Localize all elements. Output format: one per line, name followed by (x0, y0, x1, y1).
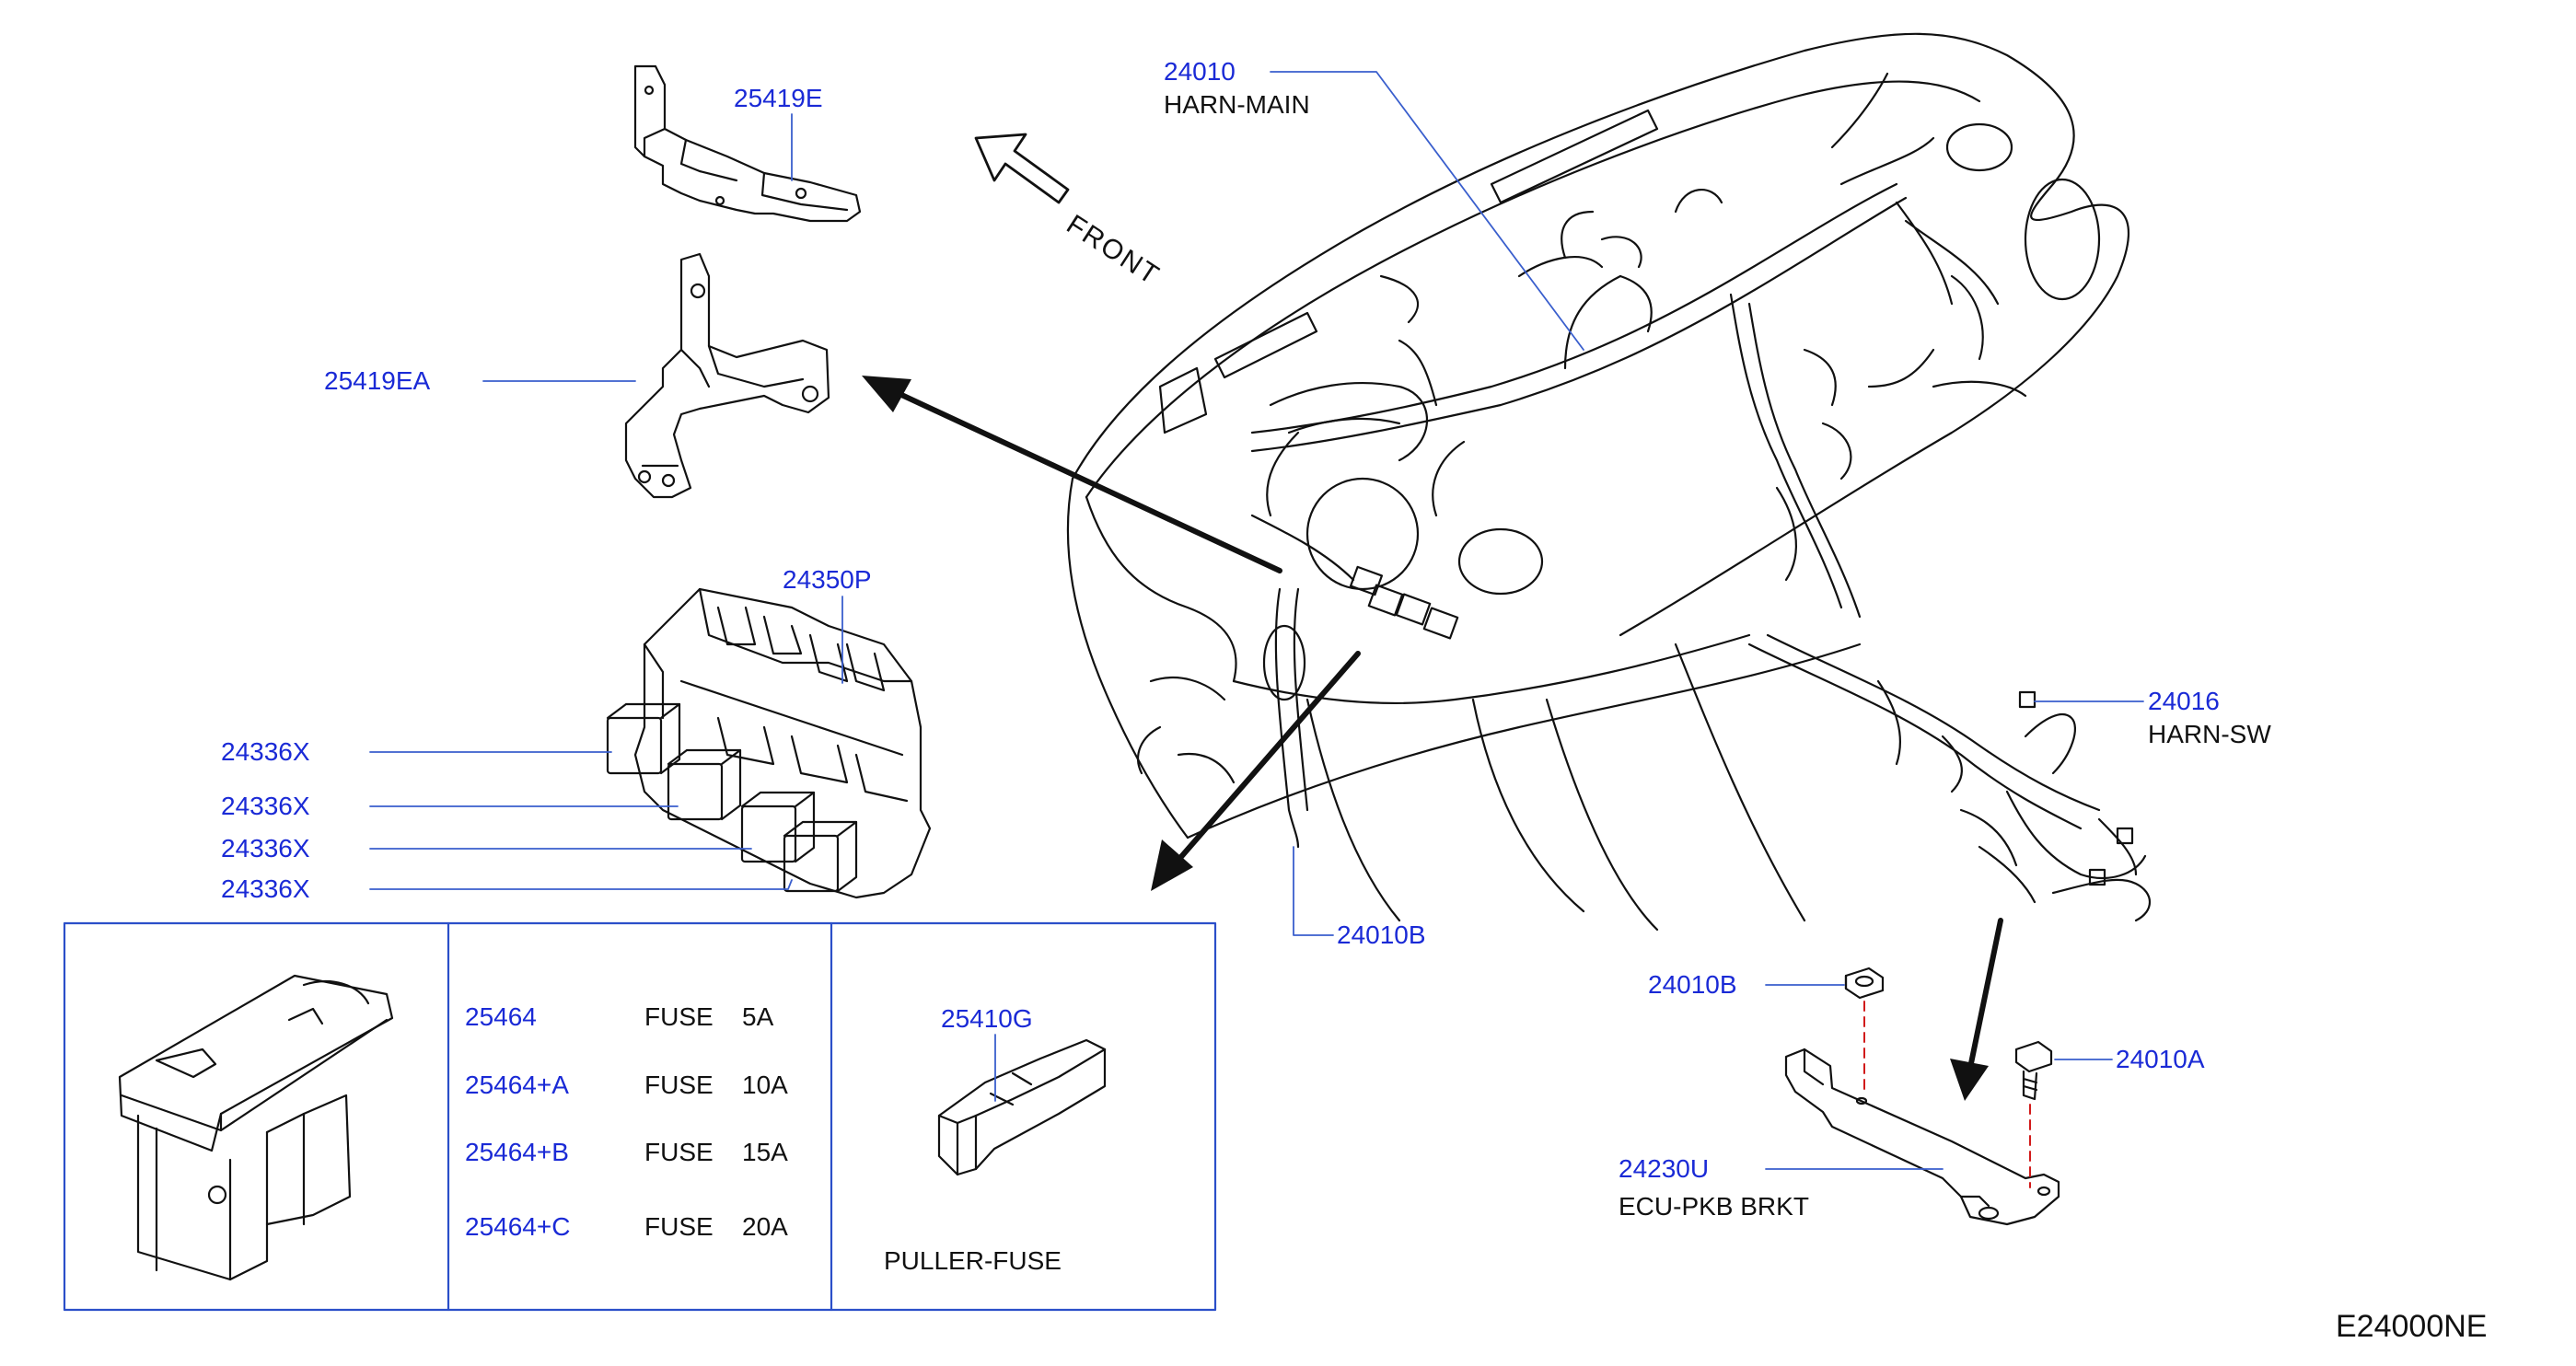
fuse-row-3-part: 25464+B (465, 1138, 569, 1166)
bracket-25419e (633, 64, 862, 223)
fuse-row-2-rating: 10A (742, 1071, 788, 1099)
fuse-row-4-part: 25464+C (465, 1212, 571, 1241)
callout-24336x-part-1: 24336X (221, 737, 310, 766)
callout-24350p-part: 24350P (783, 565, 872, 594)
callout-24010b-part-lower: 24010B (1337, 920, 1426, 949)
assembly-centerlines (1863, 1001, 2031, 1188)
callout-24230u-part: 24230U (1619, 1154, 1710, 1183)
fuse-drawing (118, 974, 394, 1281)
callout-24336x-part-3: 24336X (221, 834, 310, 862)
callout-25419e-part: 25419E (734, 84, 823, 112)
fuse-row-1-desc: FUSE (644, 1002, 714, 1031)
fuse-row-4-desc: FUSE (644, 1212, 714, 1241)
callout-24016-part: 24016 (2148, 687, 2220, 715)
pointer-arrows (862, 376, 2003, 1101)
callout-24010-part: 24010 (1164, 57, 1236, 86)
fuse-row-1-part: 25464 (465, 1002, 537, 1031)
diagram-code: E24000NE (2336, 1309, 2488, 1344)
fuse-row-1-rating: 5A (742, 1002, 774, 1031)
callout-24010a-part: 24010A (2116, 1045, 2205, 1073)
callout-24336x-part-2: 24336X (221, 792, 310, 820)
fuse-row-2-part: 25464+A (465, 1071, 569, 1099)
bolt-24010a (2014, 1040, 2053, 1101)
puller-name: PULLER-FUSE (884, 1246, 1062, 1275)
callout-24336x-part-4: 24336X (221, 874, 310, 903)
fuse-table-frame (63, 921, 1217, 1312)
nut-24010b (1844, 967, 1885, 1000)
callout-25419ea-part: 25419EA (324, 366, 431, 395)
fuse-puller-drawing (937, 1038, 1107, 1176)
callout-24010b-part-nut: 24010B (1648, 970, 1737, 999)
fuse-block-24350p (606, 587, 932, 899)
ecu-pkb-bracket (1784, 1048, 2060, 1226)
callout-24010-name: HARN-MAIN (1164, 90, 1310, 119)
callout-24016-name: HARN-SW (2148, 720, 2271, 748)
front-arrow (974, 133, 1070, 204)
fuse-row-3-desc: FUSE (644, 1138, 714, 1166)
callout-24230u-name: ECU-PKB BRKT (1619, 1192, 1809, 1221)
leader-lines (369, 71, 2144, 1170)
fuse-row-3-rating: 15A (742, 1138, 788, 1166)
puller-part: 25410G (941, 1004, 1033, 1033)
fuse-row-2-desc: FUSE (644, 1071, 714, 1099)
fuse-row-4-rating: 20A (742, 1212, 788, 1241)
dashboard-harness-assembly (1066, 32, 2151, 932)
bracket-25419ea (624, 252, 830, 499)
